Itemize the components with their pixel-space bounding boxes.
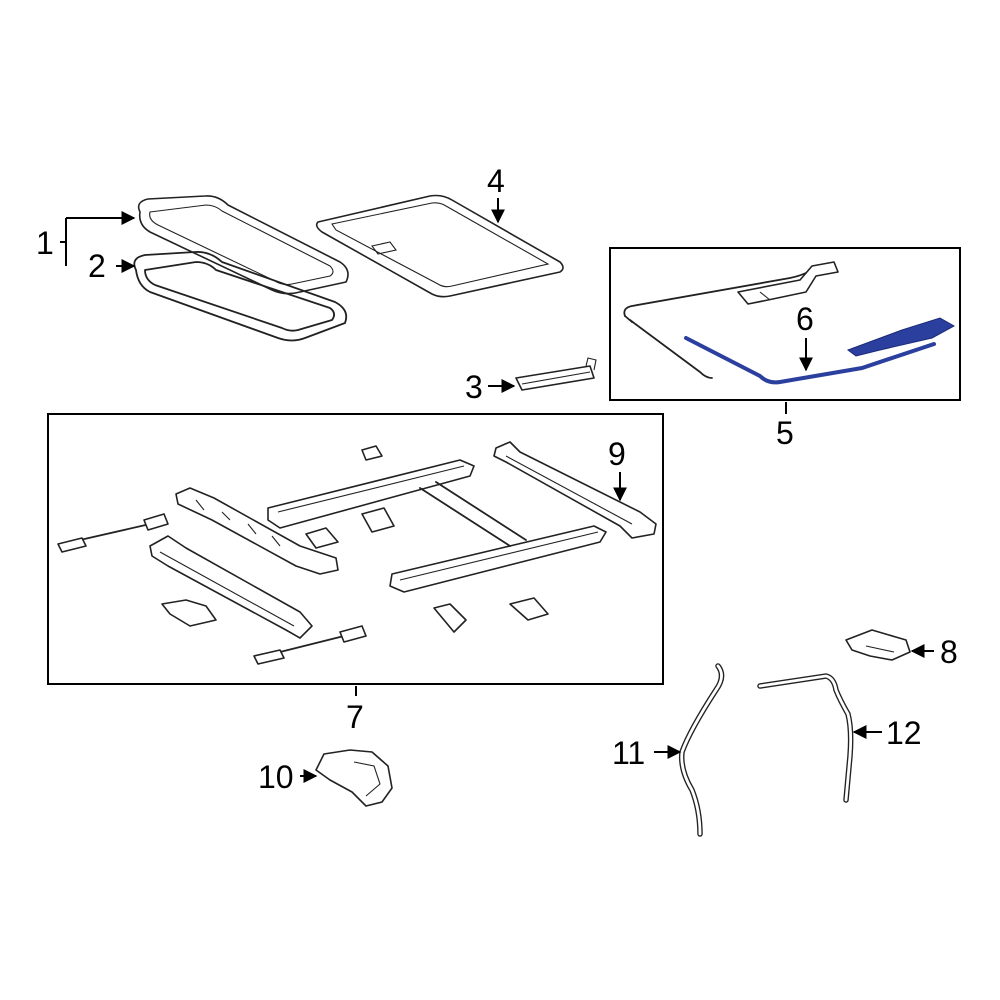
- callout-3: 3: [465, 369, 483, 405]
- callout-5: 5: [776, 415, 794, 451]
- part-5-drain-hose-assembly: [623, 261, 839, 379]
- part-1-glass-panel: [137, 195, 349, 295]
- box-assembly-7: [47, 413, 664, 685]
- part-6-highlighted-cable: [684, 317, 956, 385]
- callout-7: 7: [346, 699, 364, 735]
- callout-10: 10: [258, 759, 294, 795]
- part-3-deflector: [515, 357, 597, 391]
- callout-2: 2: [88, 248, 106, 284]
- callout-4: 4: [487, 163, 505, 199]
- part-12-drain-hose: [757, 673, 854, 803]
- part-11-drain-hose: [678, 663, 725, 837]
- part-4-sunshade: [315, 194, 564, 298]
- part-8-bracket: [845, 629, 911, 661]
- part-10-motor-bracket: [315, 749, 393, 807]
- box-assembly-5: [609, 247, 961, 401]
- callout-1: 1: [36, 225, 54, 261]
- callout-11: 11: [612, 735, 645, 771]
- callout-9: 9: [608, 436, 626, 472]
- part-2-glass-seal: [133, 251, 348, 342]
- callout-6: 6: [796, 301, 814, 337]
- part-7-frame-assembly: [57, 441, 657, 665]
- leader-lines: [60, 198, 934, 783]
- callout-12: 12: [886, 715, 922, 751]
- callout-8: 8: [940, 634, 958, 670]
